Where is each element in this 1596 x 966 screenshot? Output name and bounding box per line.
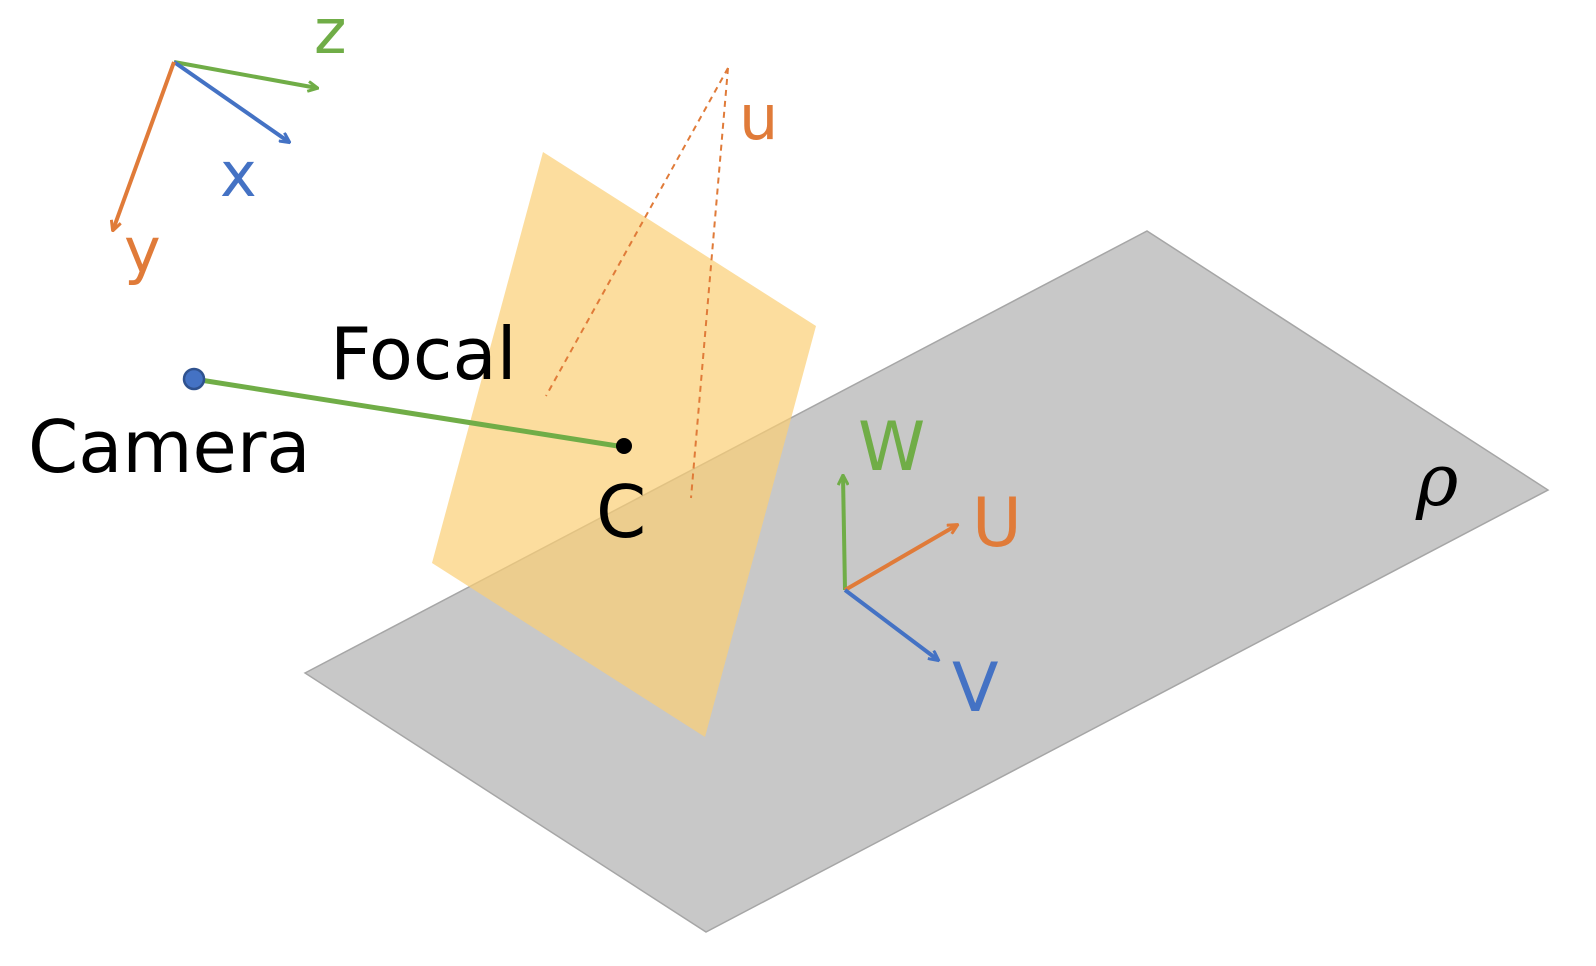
dashed-ray-2 [690, 67, 729, 499]
axis-x-label: x [220, 138, 257, 211]
plane-axis-w-label: W [858, 408, 925, 487]
plane-axis-w-arrow [843, 476, 845, 591]
focal-line [193, 376, 625, 450]
plane-axis-v-arrow [843, 588, 938, 660]
plane-axis-u-label: U [972, 484, 1022, 563]
center-label: C [596, 470, 646, 554]
axis-z-arrow [173, 60, 317, 88]
camera-point [182, 367, 206, 391]
ground-plane [303, 230, 1550, 933]
camera-label: Camera [28, 405, 311, 489]
ray-u-label: u [739, 81, 778, 154]
plane-axis-u-arrow [843, 525, 957, 592]
axis-y-label: y [124, 214, 161, 287]
plane-rho-label: ρ [1415, 438, 1458, 522]
dashed-ray-1 [545, 67, 729, 397]
axis-y-arrow [113, 61, 176, 230]
axis-z-label: z [314, 0, 347, 68]
axis-x-arrow [172, 60, 289, 142]
center-point [616, 438, 632, 454]
plane-axis-v-label: V [952, 649, 999, 728]
focal-label: Focal [330, 312, 517, 396]
